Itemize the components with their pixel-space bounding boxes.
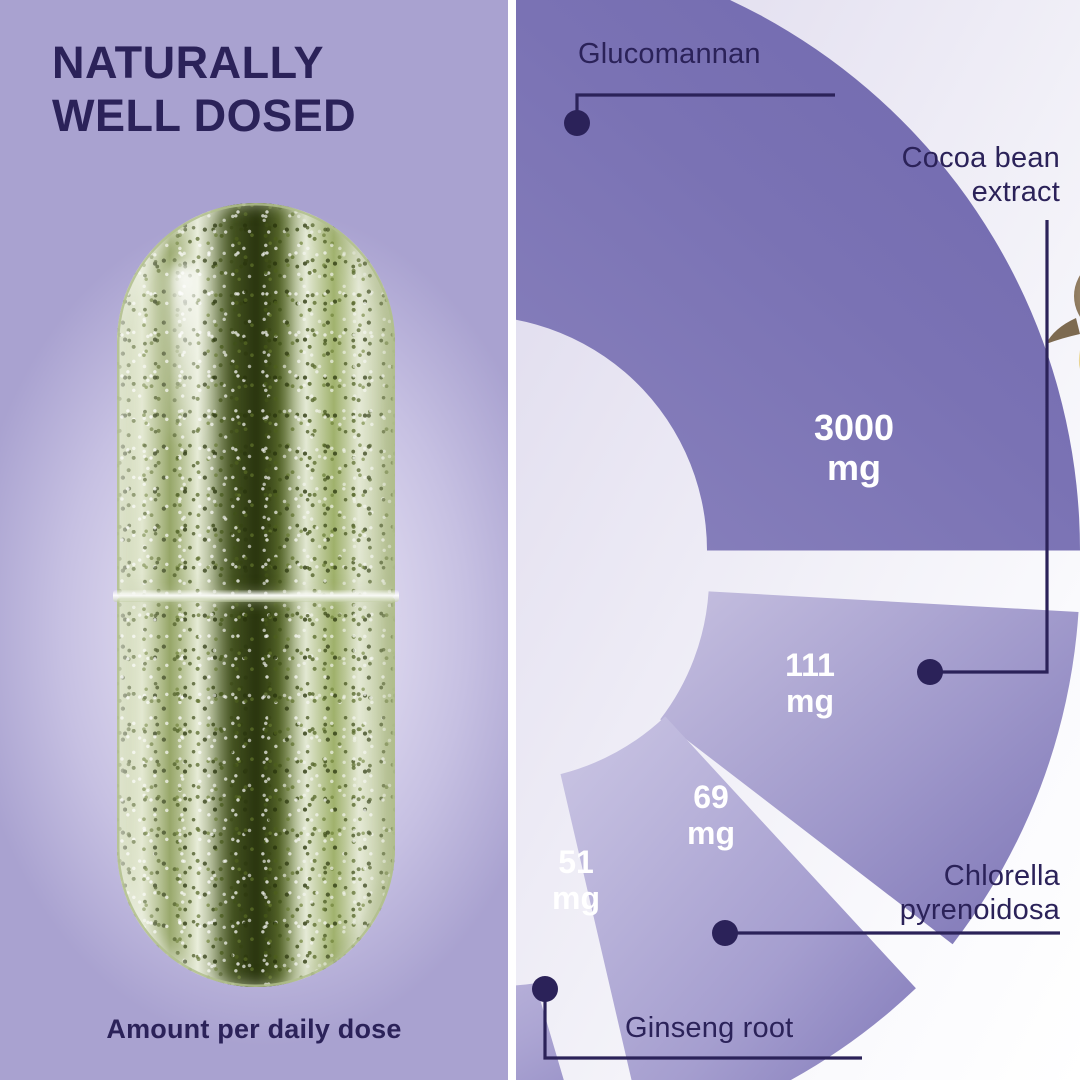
donut-segment-chlorella[interactable] (560, 716, 916, 1080)
capsule-top-half (117, 203, 395, 597)
title-line-2: WELL DOSED (52, 90, 357, 142)
capsule-highlight (169, 263, 199, 443)
capsule-granules-bottom (117, 597, 395, 987)
segment-value-69mg: 69 mg (687, 779, 735, 851)
capsule-shell-top (117, 203, 395, 597)
capsule-shell-bottom (117, 597, 395, 987)
konjac-corm-icon (1074, 275, 1080, 317)
capsule-image (58, 155, 454, 1035)
callout-label-chlorella-pyrenoidosa: Chlorella pyrenoidosa (899, 860, 1060, 926)
capsule-joint-line (113, 590, 399, 602)
capsule-powder-fill-bottom (117, 597, 395, 987)
capsule-granules-top (117, 203, 395, 597)
left-panel: NATURALLY WELL DOSED (0, 0, 508, 1080)
title-line-1: NATURALLY (52, 37, 324, 88)
callout-label-cocoa-bean-extract: Cocoa bean extract (901, 142, 1060, 208)
callout-label-ginseng-root: Ginseng root (625, 1012, 794, 1044)
page-title: NATURALLY WELL DOSED (52, 36, 472, 142)
panel-divider (508, 0, 516, 1080)
konjac-root-tendril (1046, 318, 1080, 344)
donut-segment-cocoa[interactable] (660, 591, 1079, 945)
segment-value-3000mg: 3000 mg (813, 407, 895, 489)
capsule-bottom-half (117, 597, 395, 987)
dose-caption: Amount per daily dose (106, 1014, 402, 1044)
donut-segment-ginseng[interactable] (516, 966, 584, 1080)
segment-value-111mg: 111 mg (785, 647, 835, 719)
segment-value-51mg: 51 mg (552, 844, 600, 916)
callout-label-glucomannan: Glucomannan (578, 38, 761, 70)
capsule-powder-fill-top (117, 203, 395, 597)
